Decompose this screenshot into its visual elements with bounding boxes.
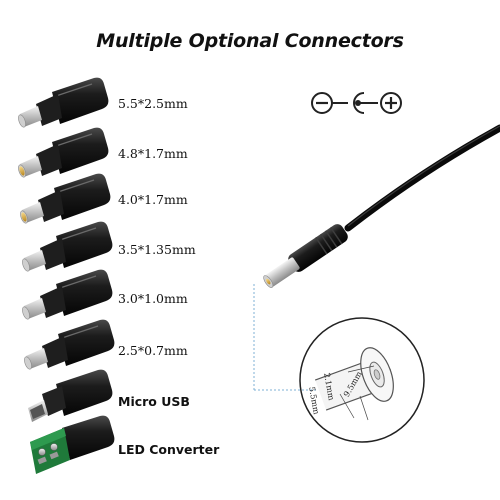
connector-label-3: 4.0*1.7mm [118,192,188,207]
connector-label-2: 4.8*1.7mm [118,146,188,161]
plug-dimension-diagram [299,317,425,443]
connector-tip-1 [16,76,110,129]
connector-label-1: 5.5*2.5mm [118,96,188,111]
dc-cable [263,124,500,288]
micro-usb-tip-icon [28,369,113,422]
connector-label-8: LED Converter [118,442,220,457]
connector-tip-3 [18,173,112,225]
connector-tip-5 [20,269,114,321]
connector-label-4: 3.5*1.35mm [118,242,196,257]
led-converter-icon [30,415,115,474]
connector-tip-6 [22,319,116,371]
connector-label-6: 2.5*0.7mm [118,343,188,358]
polarity-icon [311,92,402,114]
dimension-guide [253,284,316,391]
connector-tip-2 [16,126,110,179]
connector-label-7: Micro USB [118,394,190,409]
connector-tip-4 [20,221,114,273]
page-title: Multiple Optional Connectors [96,30,404,52]
connector-label-5: 3.0*1.0mm [118,291,188,306]
